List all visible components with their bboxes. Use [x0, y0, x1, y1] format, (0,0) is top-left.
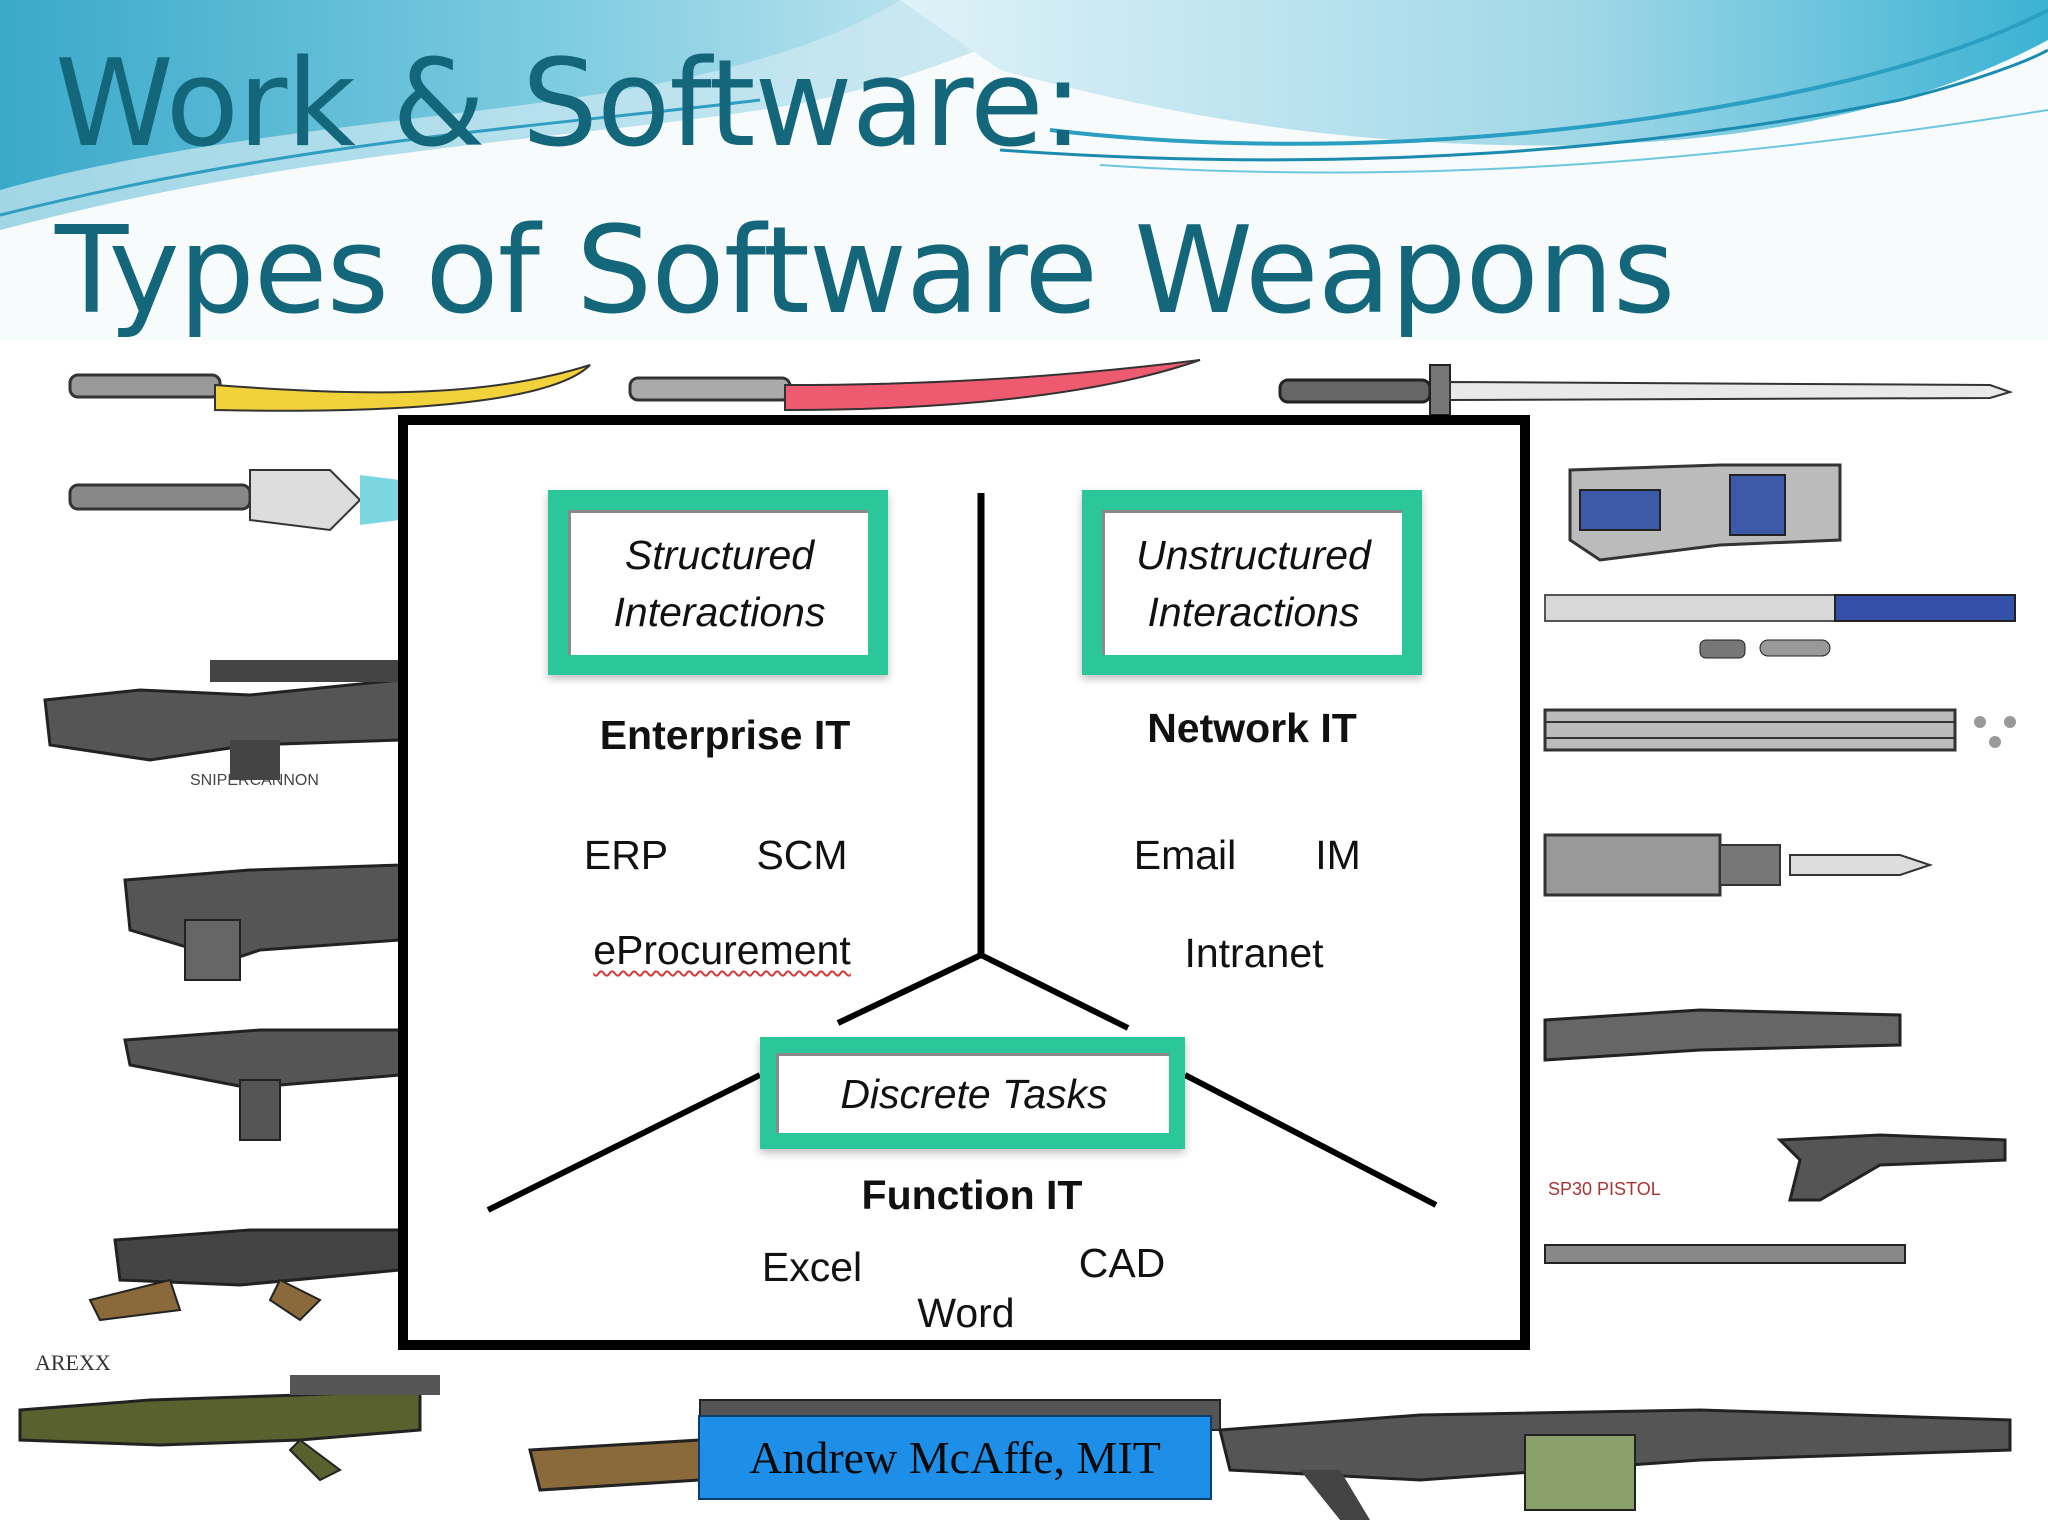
slide-title-line-1: Work & Software: [55, 35, 1083, 174]
item-scm: SCM [756, 832, 848, 878]
rifle-icon [123, 863, 402, 981]
sniper-caption: SNIPERCANNON [190, 772, 319, 789]
unstructured-box-line-2: Interactions [1147, 589, 1360, 635]
structured-box-line-2: Interactions [613, 589, 826, 635]
sniper-cannon-icon [43, 660, 402, 780]
camo-rifle-icon [18, 1375, 440, 1482]
software-types-diagram: Structured Interactions Unstructured Int… [398, 415, 1530, 1350]
item-intranet: Intranet [1184, 930, 1324, 976]
diagram-connector-lines [486, 493, 1438, 1213]
item-email: Email [1133, 832, 1237, 878]
item-im: IM [1315, 832, 1361, 878]
author-credit: Andrew McAffe, MIT [698, 1415, 1212, 1500]
item-excel: Excel [761, 1244, 863, 1290]
pistol-icon-left [123, 1028, 402, 1141]
heavy-gun-icon [1218, 1408, 2012, 1520]
discrete-box-text: Discrete Tasks [840, 1070, 1108, 1117]
structured-box-line-1: Structured [624, 531, 815, 578]
sp30-pistol-icon [1776, 1133, 2007, 1202]
unstructured-interactions-box: Unstructured Interactions [1082, 490, 1422, 675]
network-it-label: Network IT [1147, 705, 1357, 751]
arexx-caption: AREXX [35, 1350, 111, 1375]
red-blade-icon [628, 359, 1201, 412]
sp30-caption: SP30 PISTOL [1548, 1179, 1661, 1199]
blue-cannon-icon [1568, 463, 1842, 562]
header-wave-decoration [0, 0, 2048, 340]
gatling-icon [1543, 708, 2016, 752]
sword-icon [1278, 364, 2014, 416]
launcher-icon [1543, 833, 1934, 897]
item-word: Word [917, 1290, 1015, 1336]
structured-interactions-box: Structured Interactions [548, 490, 888, 675]
enterprise-it-label: Enterprise IT [599, 712, 851, 758]
weapon-art-background: SNIPERCANNON AREXX [18, 359, 2016, 1520]
function-it-label: Function IT [861, 1172, 1083, 1218]
item-erp: ERP [583, 832, 669, 878]
unstructured-box-line-1: Unstructured [1136, 531, 1371, 578]
long-barrel-icon [1544, 1244, 1906, 1264]
item-eprocurement: eProcurement [593, 927, 851, 973]
discrete-tasks-box: Discrete Tasks [760, 1037, 1185, 1149]
smg-icon [88, 1228, 402, 1322]
item-cad: CAD [1078, 1240, 1166, 1286]
cyan-blade-icon [68, 469, 400, 532]
slide-title-line-2: Types of Software Weapons [55, 202, 1675, 341]
tube-icon [1544, 594, 2016, 622]
yellow-blade-icon [68, 364, 591, 412]
right-rifle-icon [1543, 1008, 1902, 1062]
bullet-icon [1699, 639, 1831, 659]
